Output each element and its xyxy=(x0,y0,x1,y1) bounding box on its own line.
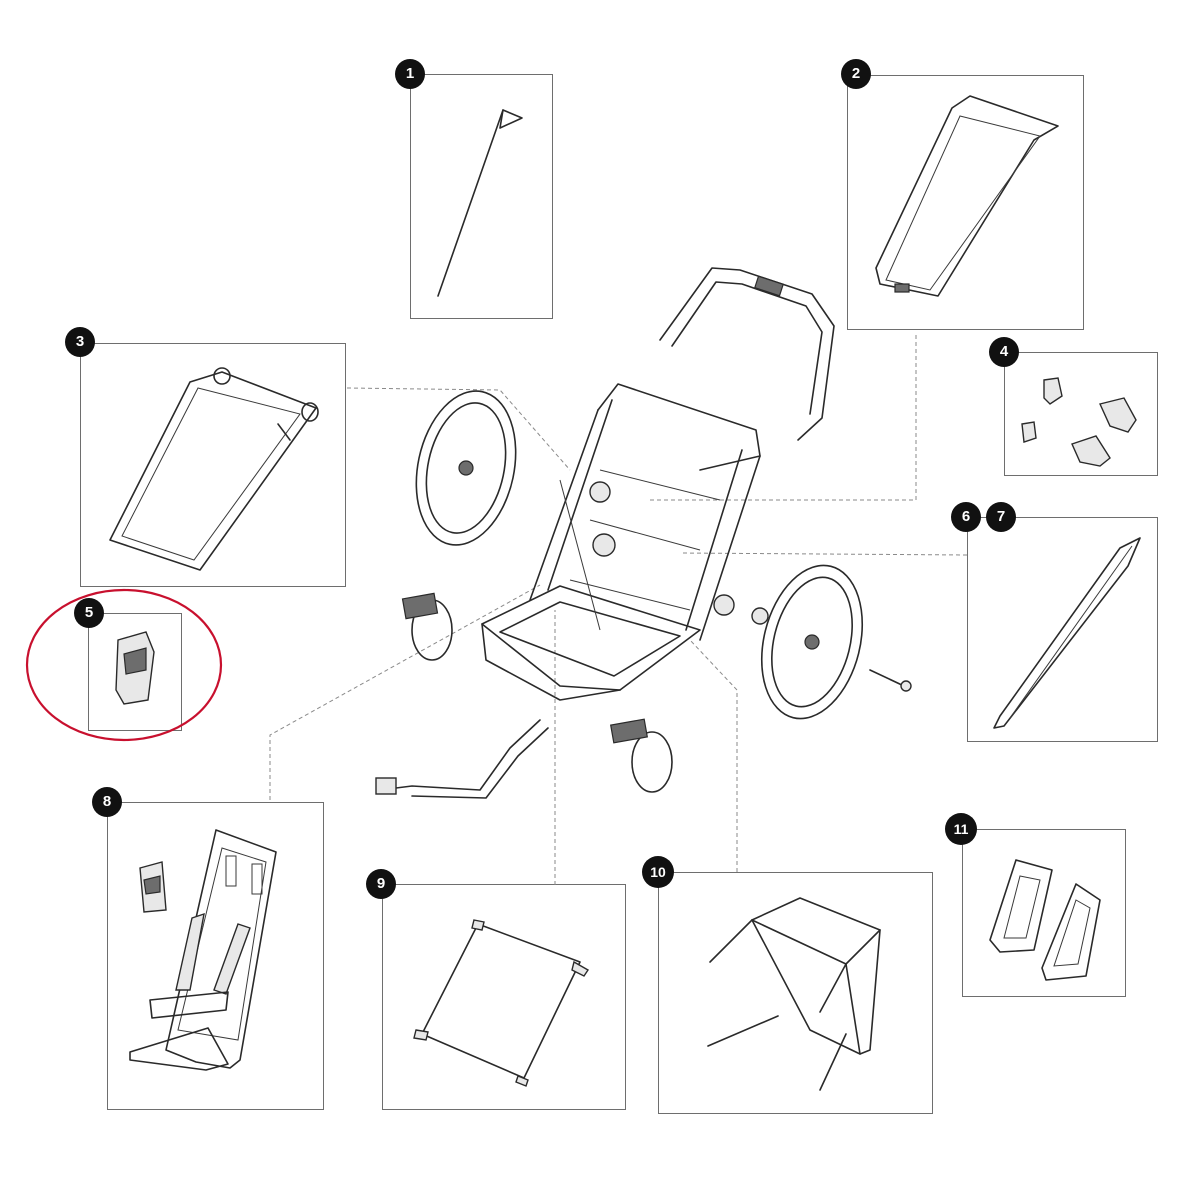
part-box-8 xyxy=(107,802,324,1110)
leader-lines xyxy=(269,335,968,885)
callout-3: 3 xyxy=(65,327,95,357)
buckle-part xyxy=(115,631,155,705)
cargo-bag-part xyxy=(707,897,881,1091)
reflectors-pair-part xyxy=(989,859,1101,981)
canopy-cover-part xyxy=(875,95,1059,297)
callout-10: 10 xyxy=(642,856,674,888)
seat-harness-part xyxy=(129,829,277,1071)
callout-7: 7 xyxy=(986,502,1016,532)
right-rear-wheel xyxy=(751,564,912,720)
part-box-11 xyxy=(962,829,1126,997)
callout-8: 8 xyxy=(92,787,122,817)
flag-part xyxy=(437,109,523,297)
stroller-chassis xyxy=(375,267,835,799)
part-box-3 xyxy=(80,343,346,587)
callout-5: 5 xyxy=(74,598,104,628)
part-box-10 xyxy=(658,872,933,1114)
sunshade-part xyxy=(109,367,319,571)
callout-9: 9 xyxy=(366,869,396,899)
part-box-2 xyxy=(847,75,1084,330)
left-rear-wheel xyxy=(415,390,517,546)
callout-4: 4 xyxy=(989,337,1019,367)
reflector-strip-part xyxy=(993,537,1141,729)
part-box-9 xyxy=(382,884,626,1110)
callout-6: 6 xyxy=(951,502,981,532)
mesh-floor-part xyxy=(413,919,589,1087)
part-box-1 xyxy=(410,74,553,319)
front-left-wheel xyxy=(401,592,453,661)
callout-11: 11 xyxy=(945,813,977,845)
callout-2: 2 xyxy=(841,59,871,89)
callout-1: 1 xyxy=(395,59,425,89)
part-box-5 xyxy=(88,613,182,731)
clips-part xyxy=(1021,377,1137,467)
highlight-circle xyxy=(25,588,223,742)
part-box-6-7 xyxy=(967,517,1158,742)
front-right-wheel xyxy=(610,718,673,793)
part-box-4 xyxy=(1004,352,1158,476)
